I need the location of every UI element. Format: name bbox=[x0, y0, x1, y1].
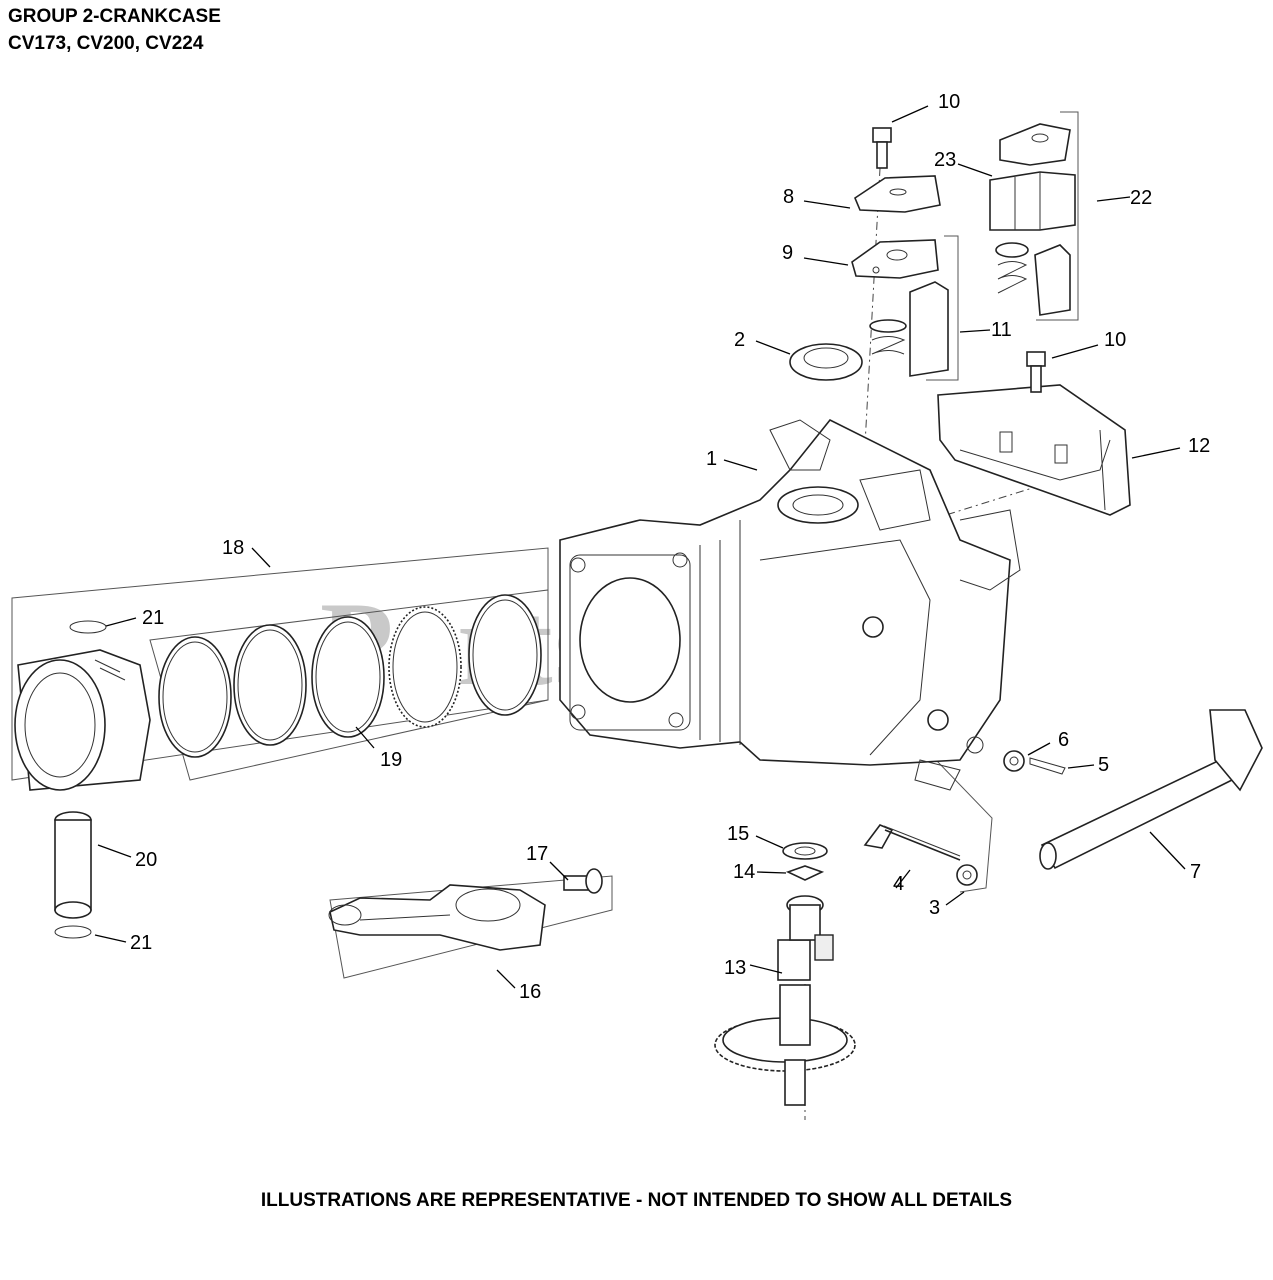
balancer-weight-bracket bbox=[926, 235, 959, 381]
callout-label: 12 bbox=[1188, 435, 1210, 457]
flywheel-shield bbox=[937, 384, 1131, 516]
balancer-group-bracket bbox=[1036, 111, 1079, 321]
callout-label: 22 bbox=[1130, 187, 1152, 209]
crankcase-block bbox=[559, 418, 1021, 791]
dipstick-tube bbox=[1039, 709, 1263, 870]
callout-label: 5 bbox=[1098, 754, 1109, 776]
balancer-plate-top bbox=[999, 123, 1071, 166]
top-bolt bbox=[872, 127, 892, 169]
callout-label: 21 bbox=[142, 607, 164, 629]
callout-label: 3 bbox=[929, 897, 940, 919]
callout-label: 4 bbox=[893, 873, 904, 895]
cover-bolt bbox=[1026, 351, 1046, 393]
callout-label: 16 bbox=[519, 981, 541, 1003]
callout-label: 21 bbox=[130, 932, 152, 954]
diagram-title: GROUP 2-CRANKCASE bbox=[8, 6, 221, 27]
piston bbox=[14, 649, 151, 791]
callout-label: 18 bbox=[222, 537, 244, 559]
counterweight bbox=[869, 281, 949, 377]
balancer-weight-assembly bbox=[989, 171, 1076, 316]
governor-seal bbox=[1003, 750, 1025, 772]
lever-plate bbox=[854, 175, 941, 213]
callout-label: 11 bbox=[991, 319, 1012, 341]
governor-washer bbox=[956, 864, 978, 886]
callout-label: 13 bbox=[724, 957, 746, 979]
callout-labels: 10 23 22 8 9 11 2 10 1 12 18 21 6 5 19 2… bbox=[130, 91, 1210, 1003]
callout-label: 9 bbox=[782, 242, 793, 264]
callout-label: 10 bbox=[938, 91, 960, 113]
callout-label: 15 bbox=[727, 823, 749, 845]
piston-pin-clip-upper bbox=[69, 620, 107, 634]
spacer-plate bbox=[851, 239, 939, 279]
model-list: CV173, CV200, CV224 bbox=[8, 33, 204, 54]
callout-label: 6 bbox=[1058, 729, 1069, 751]
oil-seal bbox=[789, 343, 863, 381]
connecting-rod bbox=[328, 884, 546, 951]
callout-label: 10 bbox=[1104, 329, 1126, 351]
governor-bracket bbox=[935, 759, 993, 893]
camshaft-gear bbox=[714, 895, 856, 1106]
callout-label: 2 bbox=[734, 329, 745, 351]
governor-shaft bbox=[863, 824, 961, 861]
cam-gasket bbox=[785, 865, 825, 881]
thrust-washer bbox=[782, 842, 828, 860]
leader-lines bbox=[94, 105, 1186, 989]
rod-bolt bbox=[563, 868, 603, 894]
connecting-rod-outline bbox=[329, 875, 613, 979]
hitch-pin-clip bbox=[1029, 757, 1066, 775]
callout-label: 1 bbox=[706, 448, 717, 470]
callout-label: 7 bbox=[1190, 861, 1201, 883]
piston-pin bbox=[54, 811, 92, 919]
disclaimer-footer: ILLUSTRATIONS ARE REPRESENTATIVE - NOT I… bbox=[260, 1190, 1013, 1211]
callout-label: 17 bbox=[526, 843, 548, 865]
callout-label: 19 bbox=[380, 749, 402, 771]
callout-label: 14 bbox=[733, 861, 755, 883]
callout-label: 20 bbox=[135, 849, 157, 871]
piston-rings bbox=[158, 594, 542, 758]
piston-pin-clip-lower bbox=[54, 925, 92, 939]
callout-label: 8 bbox=[783, 186, 794, 208]
callout-label: 23 bbox=[934, 149, 956, 171]
